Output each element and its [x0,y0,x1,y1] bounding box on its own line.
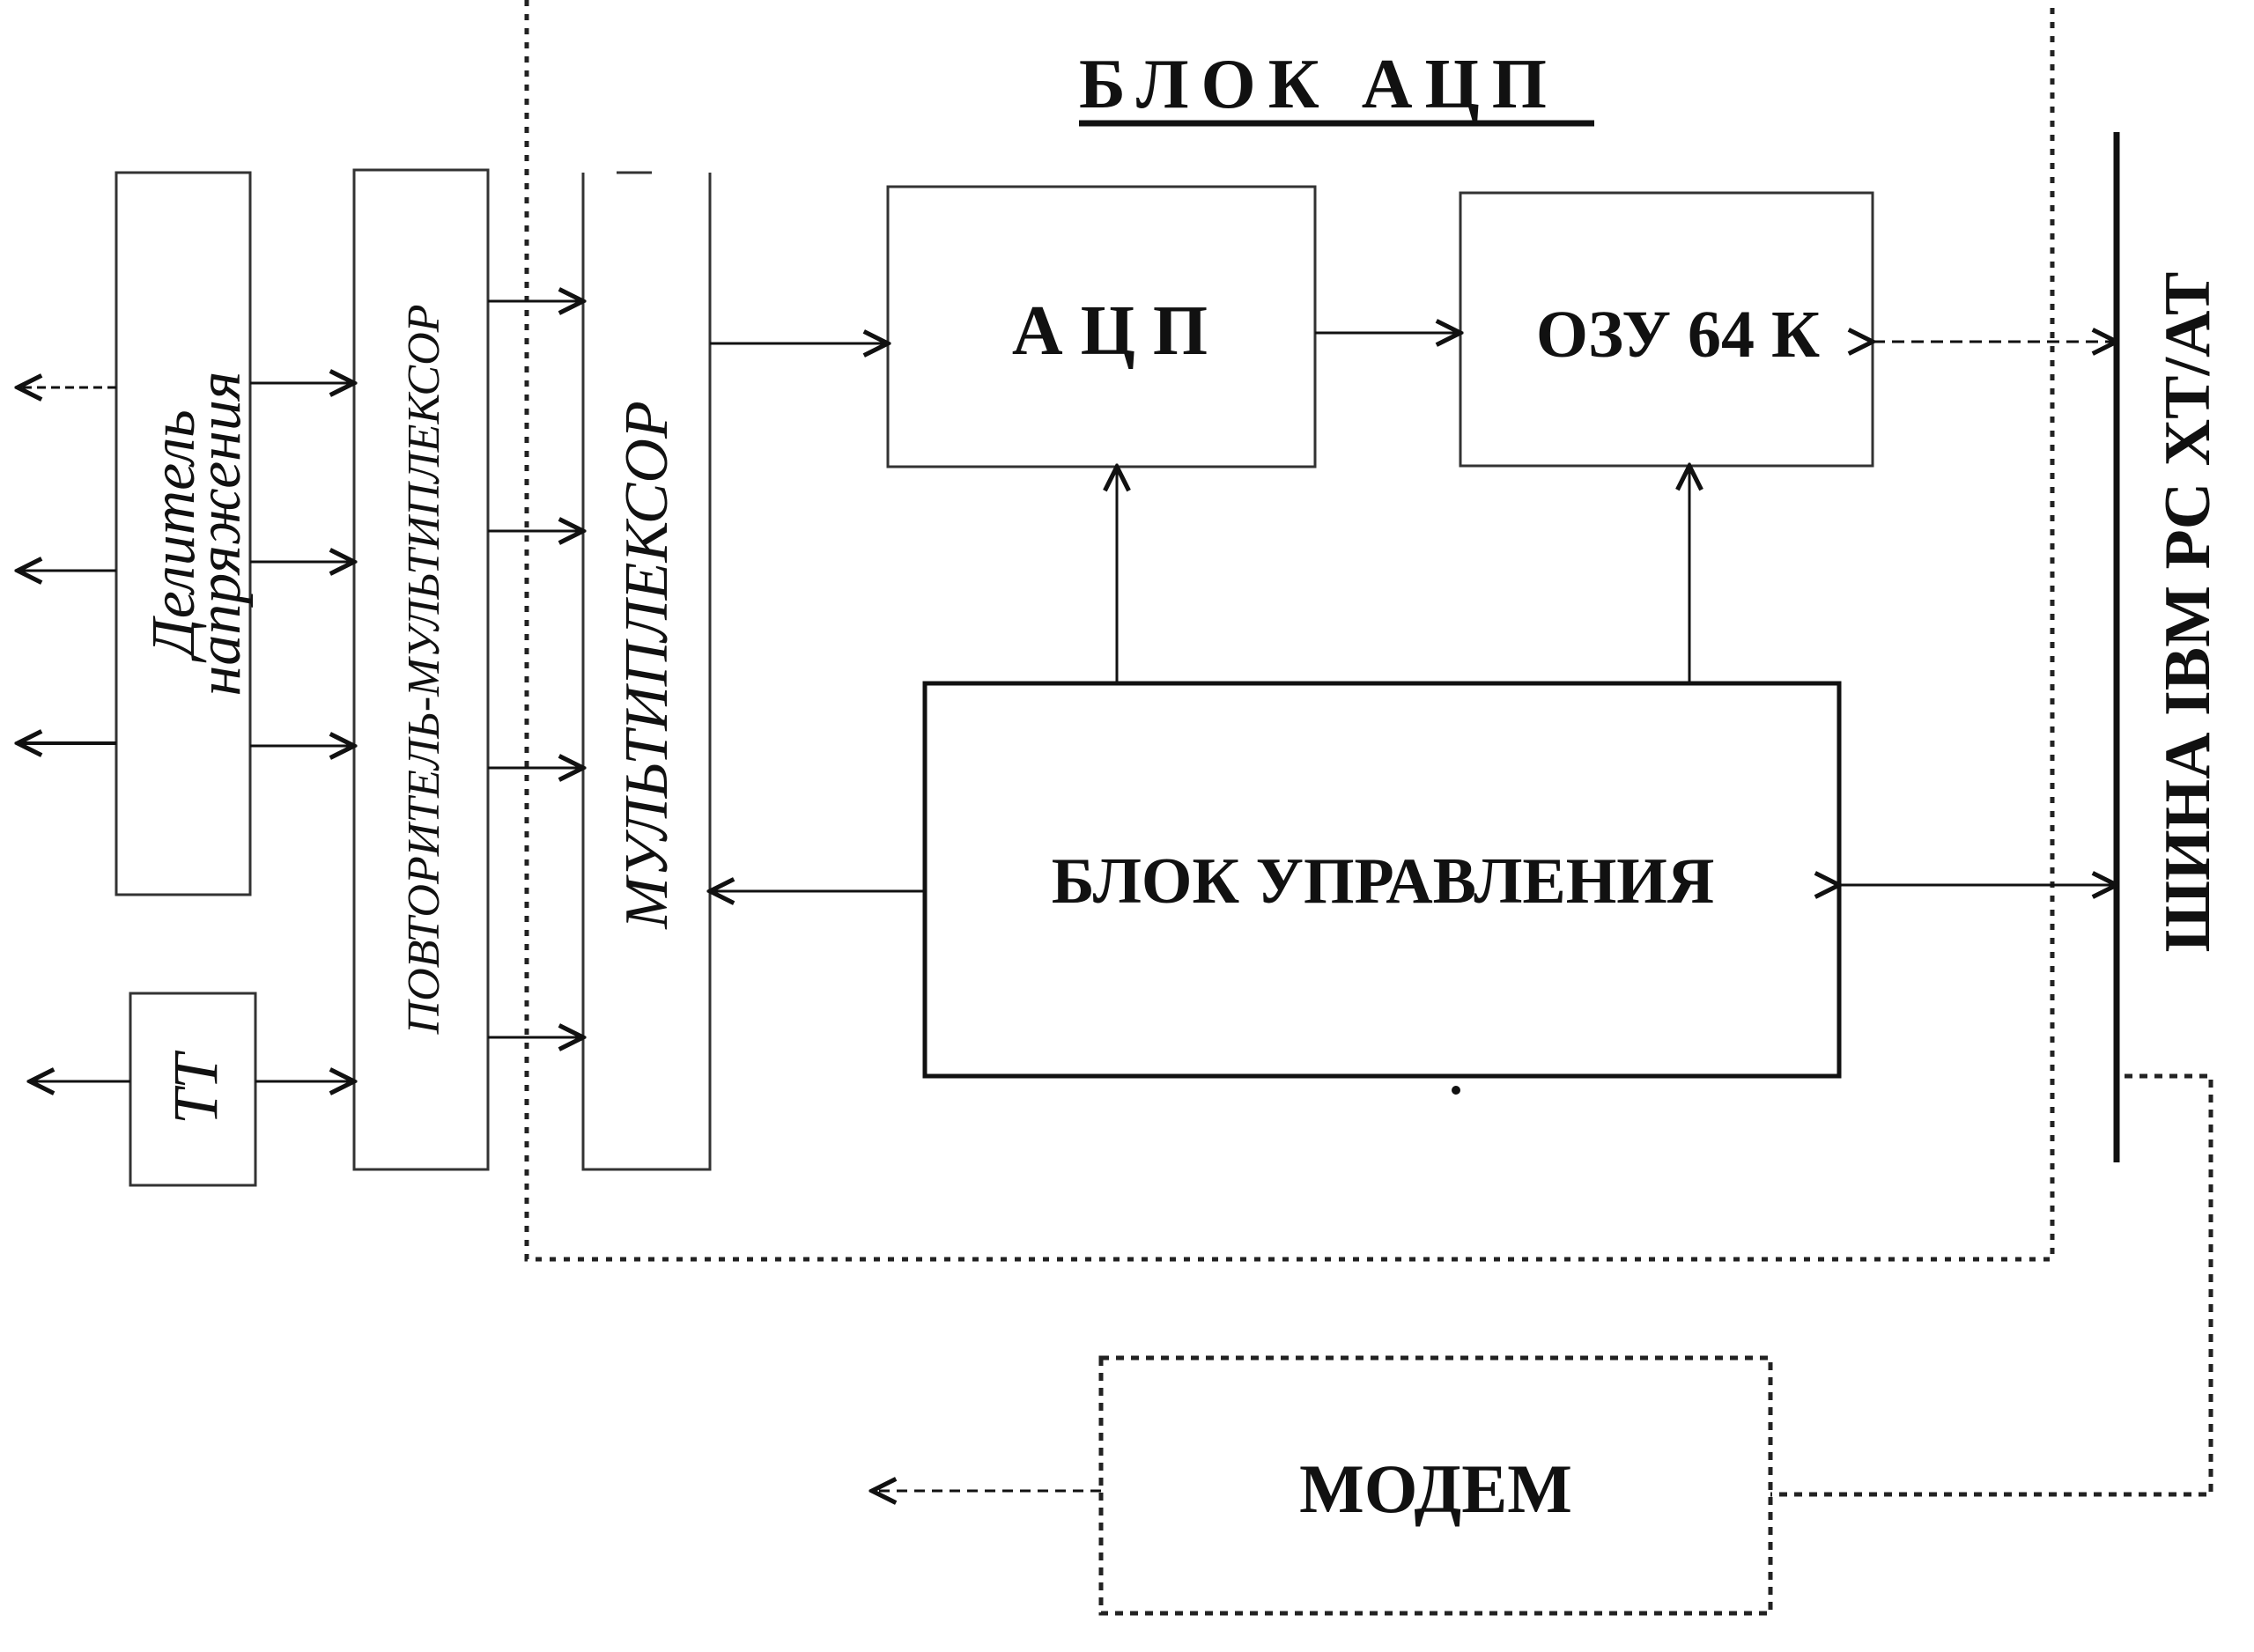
block-title-text: БЛОК АЦП [1079,46,1559,123]
adc-label: А Ц П [1012,292,1208,370]
modem-box [1098,1355,1773,1616]
bus-to-modem-connector [1770,1073,2213,1497]
voltage-divider-label-1: Делитель [140,409,208,663]
ibm-pc-bus-label: ШИНА IBM PC XT/AT [2152,272,2224,953]
voltage-divider-label-2: напряжения [186,372,254,697]
adc-block-boundary [524,0,2055,1262]
adc-box [886,185,1317,468]
repeater-multiplexer-box [352,168,490,1171]
current-transformer-label: ТТ [160,1050,231,1125]
dot-mark [1452,1086,1460,1095]
modem-label: МОДЕМ [1299,1450,1572,1527]
multiplexer-label: МУЛЬТИПЛЕКСОР [613,401,681,929]
voltage-divider-box [115,171,252,896]
control-unit-label: БЛОК УПРАВЛЕНИЯ [1052,845,1715,918]
repeater-multiplexer-label: ПОВТОРИТЕЛЬ-МУЛЬТИПЛЕКСОР [399,305,449,1036]
multiplexer-box [581,171,712,1171]
current-transformer-box [129,992,257,1187]
ram-label: ОЗУ 64 К [1536,298,1820,372]
